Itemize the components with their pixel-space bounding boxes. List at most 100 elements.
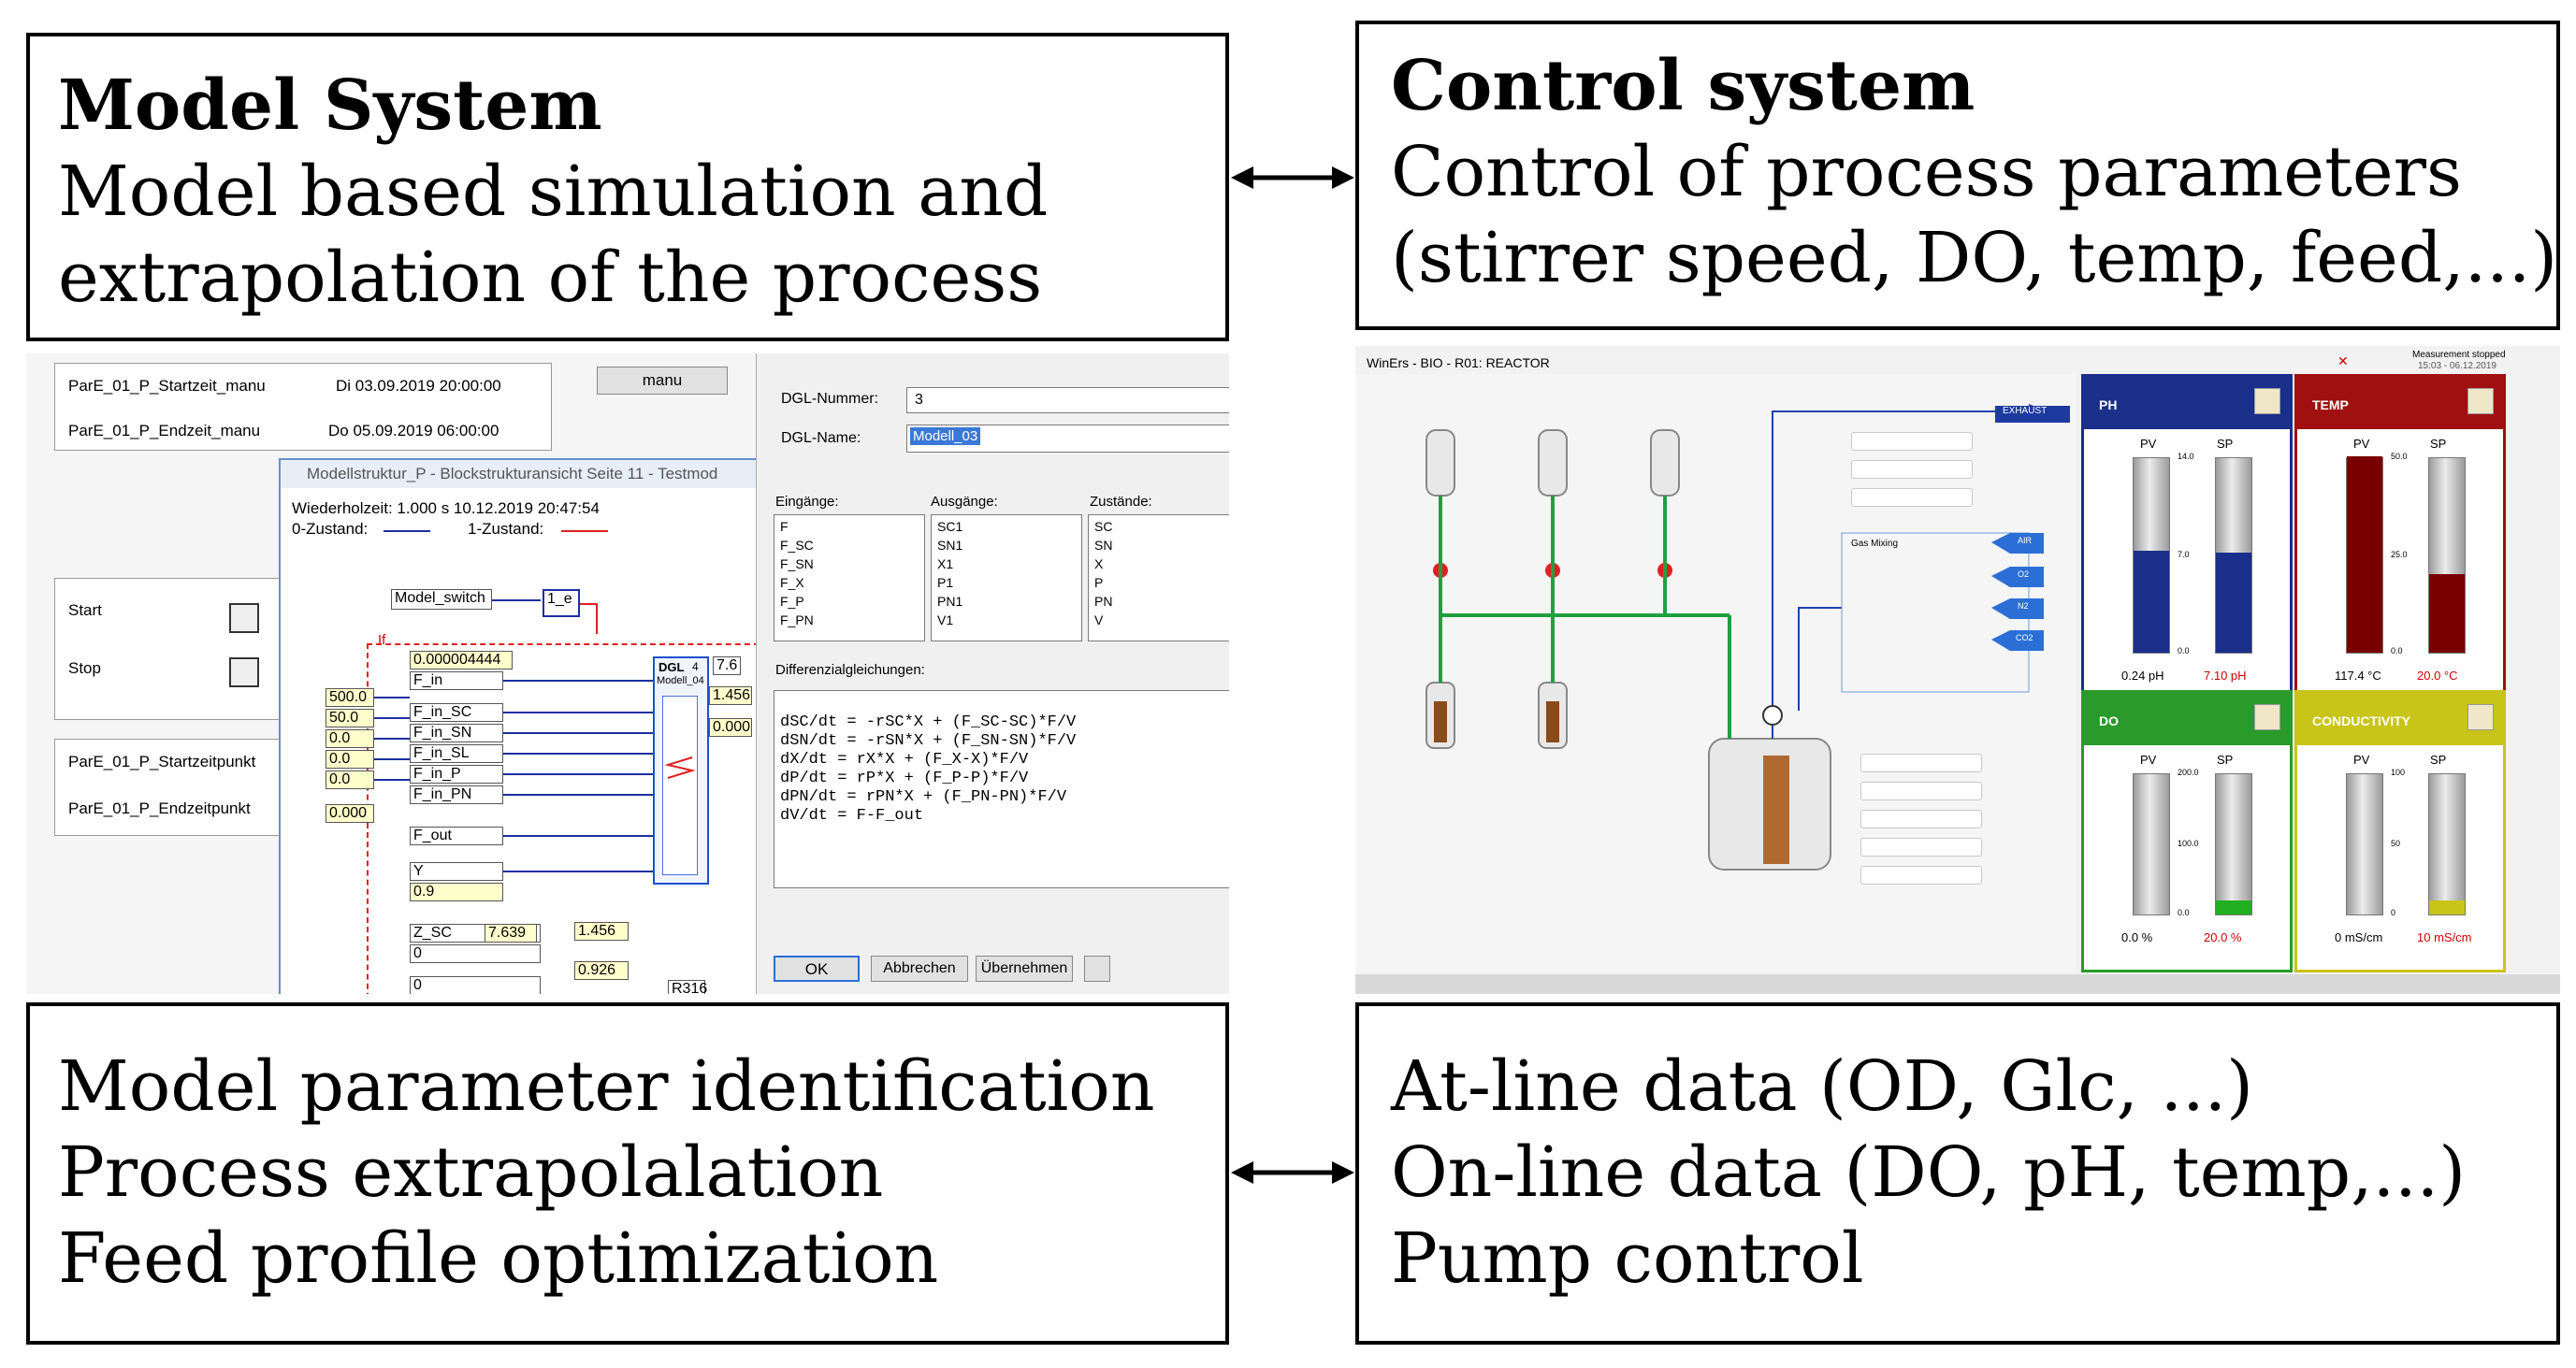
scale-top: 14.0 [2178, 452, 2194, 461]
control-tasks-line3: Pump control [1391, 1218, 1864, 1299]
block-v76[interactable]: 7.6 [713, 656, 741, 675]
state-list-item[interactable]: PN [1094, 594, 1113, 609]
block-v0a[interactable]: 0 [410, 944, 541, 963]
start-label: Start [68, 601, 102, 619]
output-list-item[interactable]: P1 [937, 575, 954, 590]
dgl-number-select[interactable]: 3 [906, 387, 1229, 413]
time-point-panel: ParE_01_P_Startzeitpunkt ParE_01_P_Endze… [54, 739, 309, 836]
sp-gauge [2215, 457, 2252, 654]
block-v00a[interactable]: 0.0 [326, 729, 374, 748]
status-line1: Measurement stopped [2412, 350, 2506, 360]
control-system-box: Control system Control of process parame… [1355, 21, 2560, 330]
state-list-item[interactable]: SC [1094, 519, 1113, 534]
scale-mid: 7.0 [2178, 550, 2190, 559]
block-f-in-p[interactable]: F_in_P [410, 765, 503, 784]
state-list-item[interactable]: P [1094, 575, 1104, 590]
block-f-out[interactable]: F_out [410, 827, 503, 845]
ok-button[interactable]: OK [774, 956, 860, 982]
dgl-name-input[interactable]: Modell_03 [906, 425, 1229, 453]
logo-icon: ✕ [2337, 353, 2349, 368]
block-v00b[interactable]: 0.0 [326, 750, 374, 769]
block-v0b[interactable]: 0 [410, 976, 541, 994]
input-list-item[interactable]: F_PN [780, 612, 814, 627]
model-switch-block[interactable]: Model_switch [391, 589, 492, 610]
scale-bottom: 0.0 [2391, 646, 2403, 655]
state-list-item[interactable]: V [1094, 612, 1104, 627]
param-start-value[interactable]: Di 03.09.2019 20:00:00 [336, 377, 501, 395]
block-f-in-sn[interactable]: F_in_SN [410, 724, 503, 742]
sp-label: SP [2217, 437, 2234, 451]
block-v0926[interactable]: 0.926 [574, 961, 629, 980]
manu-button[interactable]: manu [597, 367, 728, 395]
block-f-in-sl[interactable]: F_in_SL [410, 744, 503, 763]
switch-block[interactable]: 1_e [543, 589, 580, 617]
air-label: AIR [2018, 536, 2033, 545]
dgl-block[interactable]: DGL 4 Modell_04 [653, 656, 709, 885]
clipboard-icon[interactable] [1084, 956, 1110, 982]
state-list-item[interactable]: SN [1094, 538, 1113, 553]
scale-top: 200.0 [2178, 768, 2199, 777]
o2-label: O2 [2018, 569, 2030, 579]
state-list-item[interactable]: X [1094, 556, 1104, 571]
block-b0[interactable]: 0.000004444 [410, 651, 513, 670]
block-v09[interactable]: 0.9 [410, 883, 503, 901]
input-list-item[interactable]: F_SC [780, 538, 814, 553]
window-titlebar: Modellstruktur_P - Blockstrukturansicht … [281, 460, 804, 488]
input-list-item[interactable]: F [780, 519, 789, 534]
inputs-list[interactable]: F F_SC F_SN F_X F_P F_PN [774, 514, 925, 641]
time-parameter-panel: ParE_01_P_Startzeit_manu Di 03.09.2019 2… [54, 363, 552, 451]
model-tasks-line1: Model parameter identification [58, 1046, 1155, 1127]
block-f-in-pn[interactable]: F_in_PN [410, 785, 503, 804]
states-label: Zustände: [1090, 494, 1152, 510]
block-v50[interactable]: 50.0 [326, 709, 374, 727]
block-v7639[interactable]: 7.639 [485, 924, 537, 943]
output-list-item[interactable]: PN1 [937, 594, 963, 609]
param-start-name: ParE_01_P_Startzeit_manu [68, 377, 266, 395]
pv-gauge [2133, 457, 2170, 654]
stop-checkbox[interactable] [229, 657, 259, 687]
block-v0000[interactable]: 0.000 [709, 718, 752, 737]
apply-button[interactable]: Übernehmen [976, 956, 1073, 982]
window-title: Modellstruktur_P - Blockstrukturansicht … [307, 465, 718, 482]
output-list-item[interactable]: V1 [937, 612, 954, 627]
start-checkbox[interactable] [229, 603, 259, 633]
input-list-item[interactable]: F_P [780, 594, 804, 609]
sp-value: 20.0 °C [2417, 669, 2458, 683]
output-list-item[interactable]: SN1 [937, 538, 963, 553]
block-v500[interactable]: 500.0 [326, 688, 374, 707]
block-v00c[interactable]: 0.0 [326, 770, 374, 789]
settings-icon[interactable] [2254, 388, 2280, 414]
settings-icon[interactable] [2467, 704, 2494, 730]
block-f-in[interactable]: F_in [410, 671, 503, 690]
input-list-item[interactable]: F_SN [780, 556, 814, 571]
input-list-item[interactable]: F_X [780, 575, 804, 590]
block-y[interactable]: Y [410, 862, 503, 881]
settings-icon[interactable] [2467, 388, 2494, 414]
top-double-arrow [1231, 166, 1354, 189]
block-r316[interactable]: R316 [668, 980, 707, 994]
sp-gauge-fill [2429, 900, 2465, 914]
process-diagram: EXHAUST Gas Mixing AIR O2 N2 CO2 [1355, 374, 2076, 972]
block-f-in-sc[interactable]: F_in_SC [410, 703, 503, 722]
dgl-label: DGL [658, 660, 685, 674]
output-list-item[interactable]: X1 [937, 556, 954, 571]
block-v1456a[interactable]: 1.456 [709, 686, 752, 705]
bottom-double-arrow [1231, 1161, 1354, 1184]
cancel-button[interactable]: Abbrechen [871, 956, 968, 982]
bottom-toolbar[interactable] [1355, 974, 2560, 994]
settings-icon[interactable] [2254, 704, 2280, 730]
readout-6 [1860, 810, 1982, 828]
block-v1456b[interactable]: 1.456 [574, 922, 629, 941]
pv-gauge [2133, 773, 2170, 915]
param-end-value[interactable]: Do 05.09.2019 06:00:00 [328, 422, 499, 439]
output-list-item[interactable]: SC1 [937, 519, 963, 534]
block-v000[interactable]: 0.000 [326, 804, 374, 823]
n2-label: N2 [2018, 601, 2029, 611]
